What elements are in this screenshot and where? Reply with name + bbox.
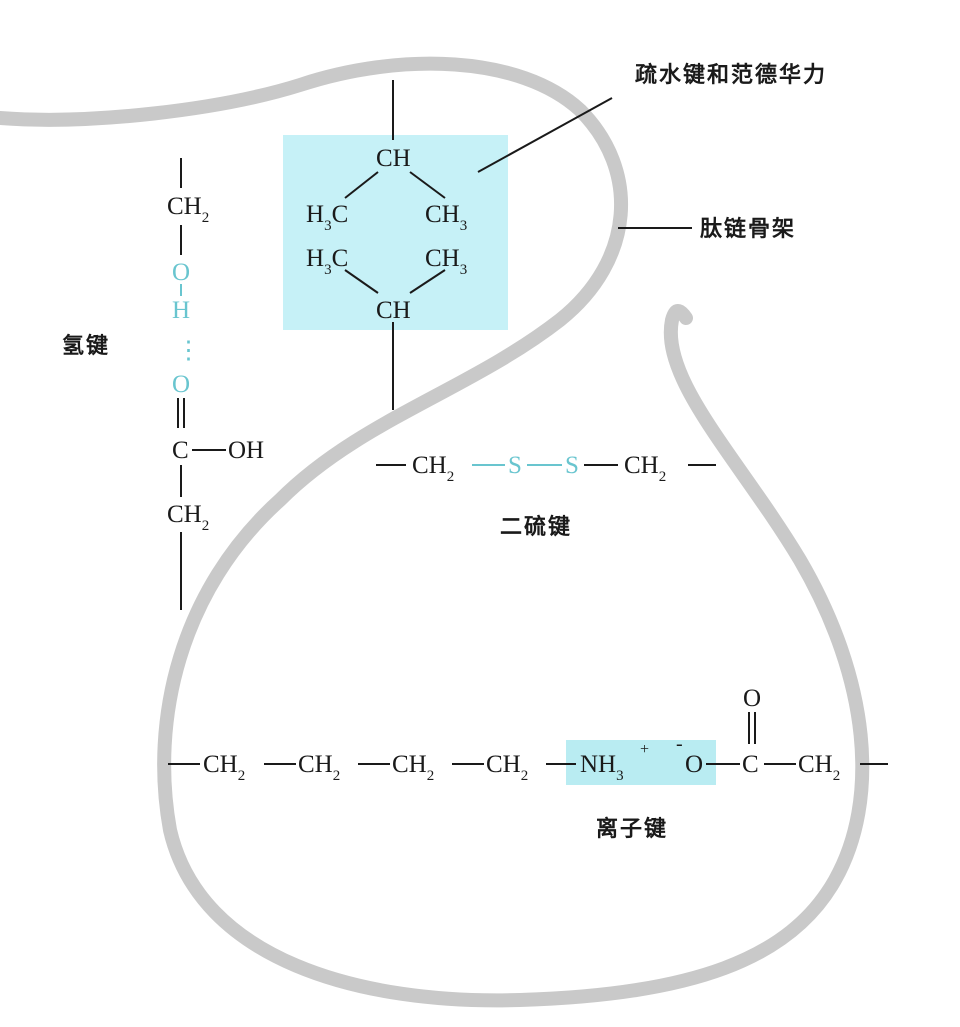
hbond-dots: ⋮ xyxy=(176,337,201,364)
ionic-ch2-end: CH2 xyxy=(798,751,840,784)
hbond-ch2-bottom: CH2 xyxy=(167,501,209,534)
ionic-plus: + xyxy=(640,741,649,758)
ionic-nh3: NH3 xyxy=(580,751,624,784)
disulfide-ch2-right: CH2 xyxy=(624,452,666,485)
hbond-h-atom: H xyxy=(172,297,190,324)
hydrophobic-highlight-box xyxy=(283,135,508,330)
hydrophobic-ch-bottom: CH xyxy=(376,297,411,324)
ionic-ch2-1: CH2 xyxy=(203,751,245,784)
ionic-o-double: O xyxy=(743,685,761,712)
hydrophobic-ch3-1: CH3 xyxy=(425,201,467,234)
ionic-c-carbonyl: C xyxy=(742,751,759,778)
ionic-ch2-3: CH2 xyxy=(392,751,434,784)
ionic-minus: - xyxy=(676,733,683,755)
backbone-label: 肽链骨架 xyxy=(700,216,796,242)
hydrophobic-h3c-2: H3C xyxy=(306,245,348,278)
hydrophobic-ch-top: CH xyxy=(376,145,411,172)
ionic-ch2-2: CH2 xyxy=(298,751,340,784)
hbond-ch2-top: CH2 xyxy=(167,193,209,226)
bond-h3c-ch-bottom xyxy=(344,269,379,294)
disulfide-label: 二硫键 xyxy=(500,514,572,540)
hydrophobic-leader-line xyxy=(477,97,613,173)
hbond-o-atom: O xyxy=(172,259,190,286)
disulfide-s2: S xyxy=(565,452,579,479)
bond-ch3-ch-bottom xyxy=(409,269,446,294)
bond-ch-h3c-top xyxy=(344,171,379,199)
disulfide-ch2-left: CH2 xyxy=(412,452,454,485)
hydrophobic-ch3-2: CH3 xyxy=(425,245,467,278)
hydrophobic-h3c-1: H3C xyxy=(306,201,348,234)
ionic-o-anion: O xyxy=(685,751,703,778)
ionic-label: 离子键 xyxy=(596,816,668,842)
ionic-highlight-box xyxy=(566,740,716,785)
hydrogen-bond-label: 氢键 xyxy=(62,333,110,359)
ionic-ch2-4: CH2 xyxy=(486,751,528,784)
bond-ch-ch3-top xyxy=(409,171,446,199)
hydrophobic-label: 疏水键和范德华力 xyxy=(635,62,827,88)
disulfide-s1: S xyxy=(508,452,522,479)
hbond-c-atom: C xyxy=(172,437,189,464)
hbond-o-carbonyl: O xyxy=(172,371,190,398)
peptide-backbone xyxy=(0,56,870,1008)
hbond-oh: OH xyxy=(228,437,264,464)
